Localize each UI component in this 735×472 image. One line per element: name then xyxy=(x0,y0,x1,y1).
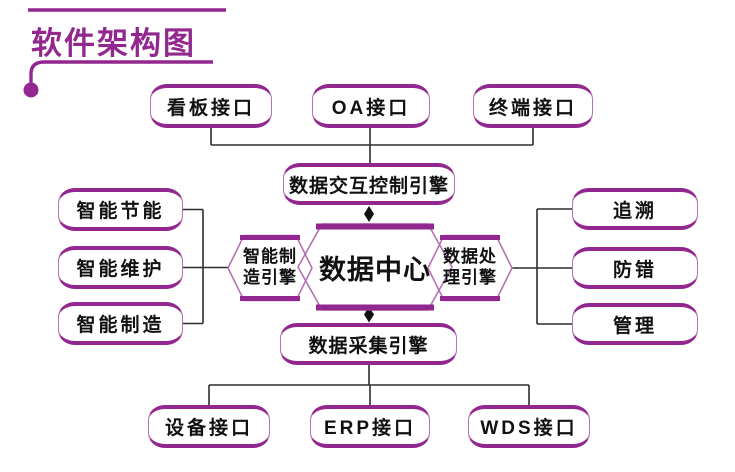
title-dot xyxy=(23,82,39,98)
hexagon-data-center xyxy=(297,223,453,311)
node-smart-energy-saving: 智能节能 xyxy=(58,188,183,231)
node-oa-interface: OA接口 xyxy=(312,84,430,128)
hexagon-data-processing-engine xyxy=(427,234,513,302)
node-erp-interface: ERP接口 xyxy=(310,405,430,448)
node-label: 管理 xyxy=(612,315,657,337)
node-terminal-interface: 终端接口 xyxy=(473,84,593,128)
node-label: 追溯 xyxy=(612,200,657,222)
arrow-top-icon xyxy=(364,206,374,222)
node-data-processing-engine-label: 数据处 理引擎 xyxy=(434,246,506,288)
node-label: 数据采集引擎 xyxy=(308,335,429,357)
node-label: WDS接口 xyxy=(480,418,578,439)
node-data-center-label: 数据中心 xyxy=(319,254,431,285)
node-label: OA接口 xyxy=(331,97,411,119)
node-interaction-control-engine: 数据交互控制引擎 xyxy=(283,163,455,205)
page-title: 软件架构图 xyxy=(31,26,196,61)
node-label: 看板接口 xyxy=(166,97,255,119)
node-label: ERP接口 xyxy=(323,418,417,439)
title-underline-curve xyxy=(29,60,213,83)
node-label: 智能节能 xyxy=(76,201,165,222)
label-line2: 造引擎 xyxy=(243,268,297,287)
left-bracket-connectors xyxy=(183,208,229,325)
node-data-collection-engine: 数据采集引擎 xyxy=(280,323,457,365)
hexagon-smart-manufacturing-engine xyxy=(227,234,313,302)
top-connectors xyxy=(210,128,534,163)
label-line1: 智能制 xyxy=(243,247,297,266)
node-device-interface: 设备接口 xyxy=(148,405,270,448)
node-error-proofing: 防错 xyxy=(572,247,698,289)
node-kanban-interface: 看板接口 xyxy=(150,84,272,128)
node-smart-manufacturing-engine-label: 智能制 造引擎 xyxy=(234,246,306,288)
node-label: 数据交互控制引擎 xyxy=(288,175,449,197)
label-line1: 数据处 xyxy=(443,247,497,266)
label-line2: 理引擎 xyxy=(443,268,497,287)
node-smart-maintenance: 智能维护 xyxy=(58,246,183,289)
right-bracket-connectors xyxy=(511,208,572,325)
node-label: 终端接口 xyxy=(488,97,577,119)
node-label: 智能维护 xyxy=(76,259,165,280)
node-smart-manufacturing: 智能制造 xyxy=(58,302,183,345)
node-label: 设备接口 xyxy=(164,418,253,439)
node-label: 智能制造 xyxy=(76,315,165,336)
node-label: 防错 xyxy=(612,259,657,281)
node-traceability: 追溯 xyxy=(572,188,698,230)
node-wds-interface: WDS接口 xyxy=(468,405,590,448)
node-management: 管理 xyxy=(572,303,698,345)
bottom-connectors xyxy=(208,365,530,405)
